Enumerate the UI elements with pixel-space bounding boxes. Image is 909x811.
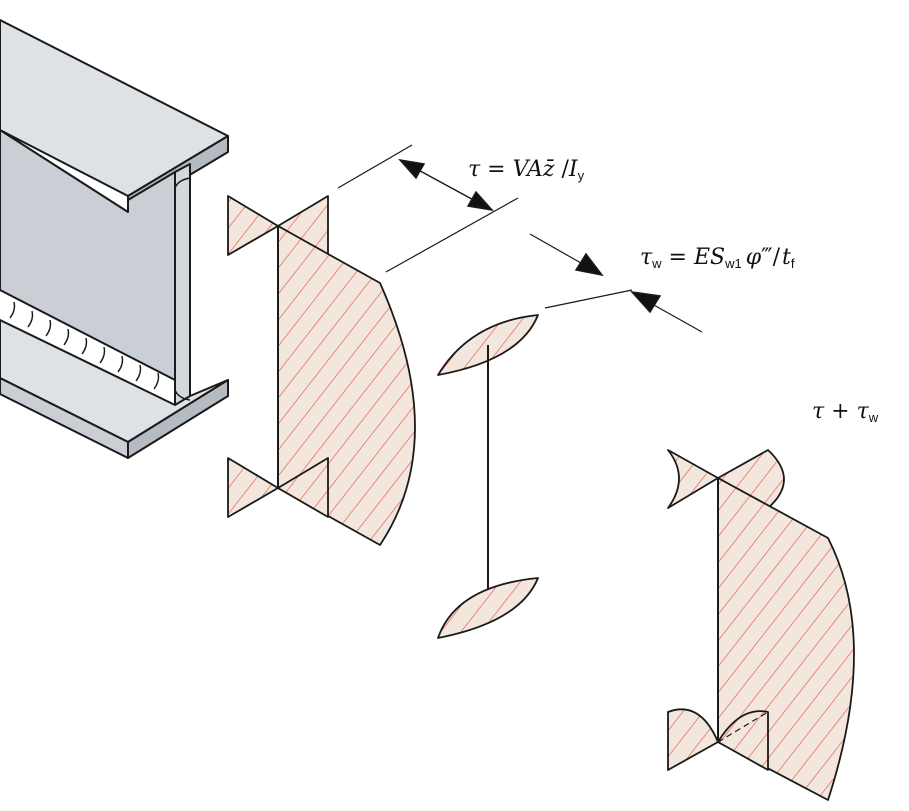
eq-combined-label: τ + τw <box>812 399 879 425</box>
tau-w-distribution-diagram <box>437 314 539 639</box>
tau-top-flange-left <box>227 195 279 256</box>
beam-web-front <box>174 163 191 411</box>
tau-web-parabola <box>277 225 416 546</box>
eq-tau-label: τ = VAz̄ /Iy <box>468 157 585 183</box>
dimension-arrows <box>398 158 662 314</box>
combined-distribution-diagram <box>667 449 855 801</box>
beam-bottom-flange-edge <box>127 379 229 459</box>
i-beam <box>0 19 229 459</box>
tau-bottom-flange-left <box>227 457 279 518</box>
arrowhead-1b <box>466 190 494 212</box>
beam-bottom-fillet <box>174 389 191 401</box>
combined-bottom-flange-left <box>667 708 719 771</box>
tau-w-bottom-flange-lens <box>437 577 539 639</box>
combined-top-flange-left <box>667 449 719 509</box>
beam-top-fillet <box>174 177 191 189</box>
arrowhead-2a <box>574 252 604 277</box>
tau-bottom-flange-right <box>277 457 329 518</box>
tau-distribution-diagram <box>227 195 416 546</box>
arrowhead-2b <box>630 290 662 314</box>
arrowhead-1a <box>398 158 426 180</box>
weld-marks <box>9 301 160 390</box>
